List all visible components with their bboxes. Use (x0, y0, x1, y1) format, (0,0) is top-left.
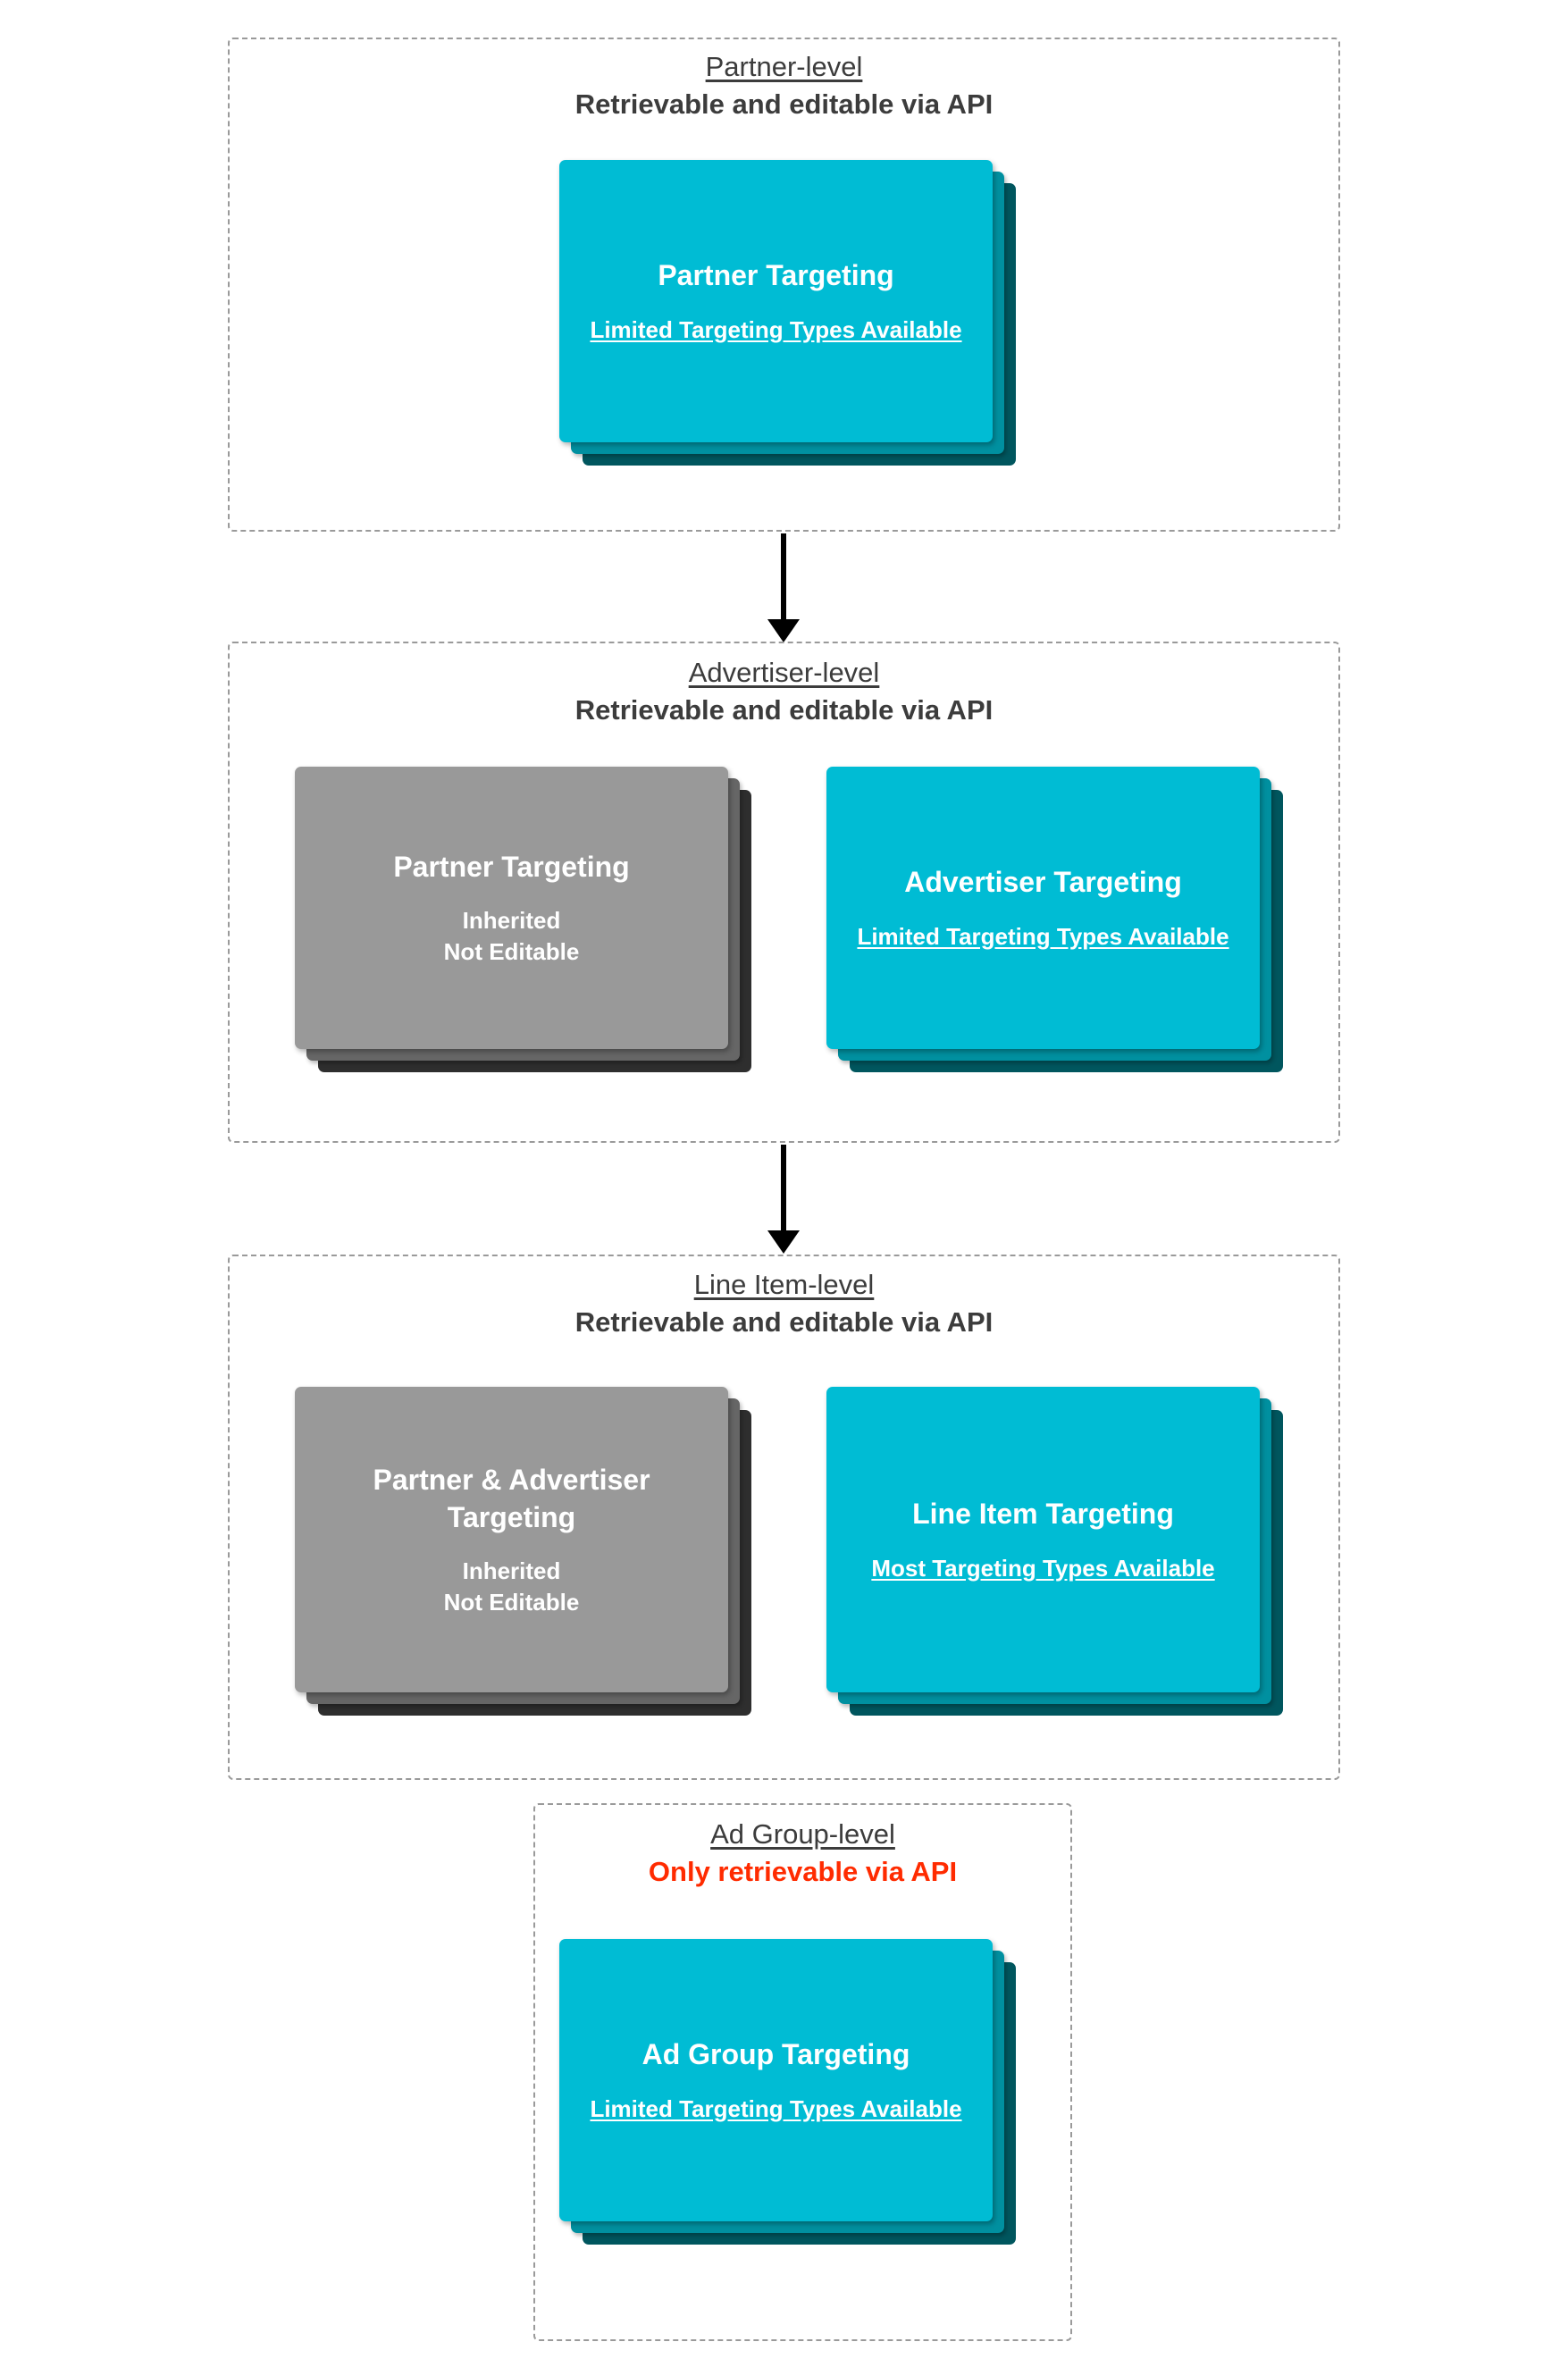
down-arrow-icon-shaft (781, 533, 786, 623)
card-line-item-targeting[interactable]: Line Item Targeting Most Targeting Types… (826, 1387, 1283, 1716)
card-title: Advertiser Targeting (904, 866, 1182, 899)
card-inherited-partner-advertiser-targeting[interactable]: Partner & Advertiser Targeting Inherited… (295, 1387, 751, 1716)
card-title: Line Item Targeting (912, 1498, 1174, 1531)
level-box-line-item (228, 1255, 1340, 1780)
card-title: Partner & Advertiser Targeting (373, 1463, 650, 1534)
card-sheet-front: Partner Targeting Inherited Not Editable (295, 767, 728, 1049)
card-sheet-front: Line Item Targeting Most Targeting Types… (826, 1387, 1260, 1692)
card-subtitle: Limited Targeting Types Available (857, 922, 1229, 950)
card-advertiser-targeting[interactable]: Advertiser Targeting Limited Targeting T… (826, 767, 1283, 1072)
down-arrow-icon (767, 619, 800, 642)
card-sheet-front: Ad Group Targeting Limited Targeting Typ… (559, 1939, 993, 2221)
card-subtitle: Limited Targeting Types Available (590, 2094, 962, 2122)
card-title: Ad Group Targeting (641, 2038, 910, 2071)
down-arrow-icon-shaft (781, 1145, 786, 1234)
level-box-partner (228, 38, 1340, 532)
level-box-ad-group (533, 1803, 1072, 2341)
card-sheet-front: Partner Targeting Limited Targeting Type… (559, 160, 993, 442)
connector-advertiser-to-line-item (766, 1145, 801, 1254)
connector-partner-to-advertiser (766, 533, 801, 642)
card-ad-group-targeting[interactable]: Ad Group Targeting Limited Targeting Typ… (559, 1939, 1016, 2245)
card-subtitle: Inherited Not Editable (443, 907, 580, 966)
card-title: Partner Targeting (393, 851, 630, 884)
card-sheet-front: Advertiser Targeting Limited Targeting T… (826, 767, 1260, 1049)
card-title: Partner Targeting (658, 259, 894, 292)
card-subtitle: Most Targeting Types Available (871, 1554, 1215, 1582)
card-sheet-front: Partner & Advertiser Targeting Inherited… (295, 1387, 728, 1692)
down-arrow-icon (767, 1230, 800, 1254)
card-partner-targeting[interactable]: Partner Targeting Limited Targeting Type… (559, 160, 1016, 466)
card-subtitle: Limited Targeting Types Available (590, 315, 962, 343)
card-subtitle: Inherited Not Editable (443, 1557, 580, 1616)
card-inherited-partner-targeting[interactable]: Partner Targeting Inherited Not Editable (295, 767, 751, 1072)
level-box-advertiser (228, 642, 1340, 1143)
